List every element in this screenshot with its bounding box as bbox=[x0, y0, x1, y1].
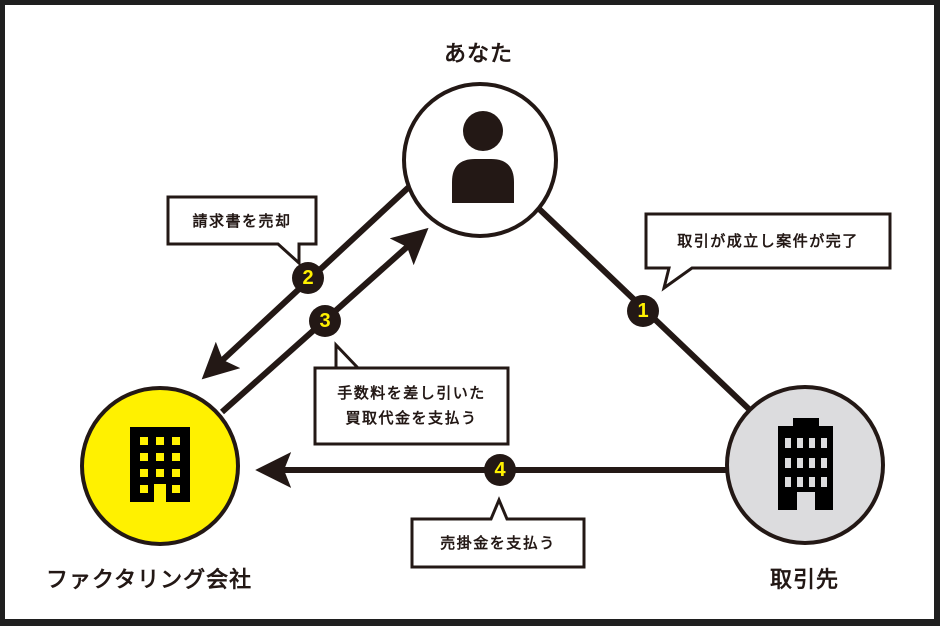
badge-step-4 bbox=[484, 454, 516, 486]
badge-step-1 bbox=[627, 295, 659, 327]
callout-step-3-text-line-2: 買取代金を支払う bbox=[345, 409, 478, 427]
building-icon bbox=[778, 418, 833, 510]
node-client-label: 取引先 bbox=[770, 568, 840, 593]
person-icon bbox=[452, 111, 514, 203]
badge-step-2 bbox=[292, 262, 324, 294]
badge-step-2-number: 2 bbox=[302, 267, 314, 289]
badge-step-3-number: 3 bbox=[319, 310, 331, 332]
callout-step-1-text: 取引が成立し案件が完了 bbox=[677, 232, 859, 250]
callout-step-2-text: 請求書を売却 bbox=[192, 212, 292, 230]
badge-step-1-number: 1 bbox=[637, 300, 649, 322]
callout-step-4 bbox=[410, 496, 586, 569]
building-icon bbox=[130, 427, 190, 502]
callout-step-3-text-line-1: 手数料を差し引いた bbox=[337, 384, 486, 402]
callout-step-4-text: 売掛金を支払う bbox=[440, 534, 556, 552]
callout-step-1 bbox=[644, 212, 892, 292]
callout-step-3 bbox=[313, 341, 510, 446]
node-you bbox=[402, 82, 558, 238]
badge-step-4-number: 4 bbox=[494, 459, 506, 481]
node-client bbox=[725, 385, 885, 545]
callout-step-2 bbox=[166, 195, 318, 267]
badge-step-3 bbox=[309, 305, 341, 337]
node-you-label: あなた bbox=[444, 42, 514, 67]
node-factoring-company bbox=[80, 386, 240, 546]
node-factoring-company-label: ファクタリング会社 bbox=[46, 568, 253, 593]
